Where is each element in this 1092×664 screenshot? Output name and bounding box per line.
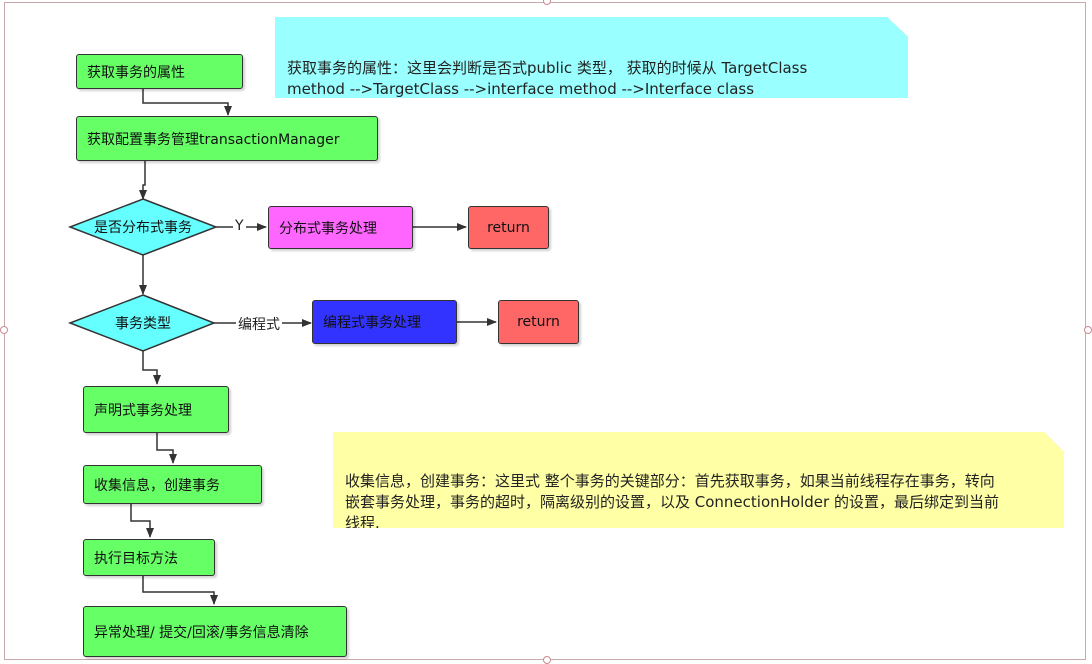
step-get-attribute[interactable]: 获取事务的属性 <box>76 54 243 89</box>
step-get-attribute-label: 获取事务的属性 <box>87 64 185 81</box>
edge-label-yes-text: Y <box>235 218 244 234</box>
note-collect-text: 收集信息，创建事务：这里式 整个事务的关键部分：首先获取事务，如果当前线程存在事… <box>345 472 999 532</box>
step-exception-handle[interactable]: 异常处理/ 提交/回滚/事务信息清除 <box>83 606 347 657</box>
step-return-2-label: return <box>517 314 560 330</box>
step-programmatic-handle-label: 编程式事务处理 <box>323 315 421 331</box>
step-declarative-handle-label: 声明式事务处理 <box>94 402 192 419</box>
edge-attr-to-tm <box>142 89 232 116</box>
edge-collect-to-exec <box>130 504 154 538</box>
decision-tx-type[interactable]: 事务类型 <box>74 313 212 333</box>
edge-declarative-to-collect <box>156 433 177 464</box>
step-exec-target[interactable]: 执行目标方法 <box>83 539 215 576</box>
step-return-2[interactable]: return <box>498 300 579 344</box>
decision-type-shape <box>67 294 217 352</box>
step-collect-info-label: 收集信息，创建事务 <box>94 477 220 494</box>
note-attr: 获取事务的属性：这里会判断是否式public 类型， 获取的时候从 Target… <box>275 17 908 98</box>
resize-handle-top[interactable] <box>543 0 551 5</box>
step-return-1-label: return <box>487 219 530 236</box>
step-distributed-handle-label: 分布式事务处理 <box>279 220 377 237</box>
step-exec-target-label: 执行目标方法 <box>94 550 178 567</box>
step-declarative-handle[interactable]: 声明式事务处理 <box>83 386 229 433</box>
step-return-1[interactable]: return <box>468 206 549 249</box>
decision-tx-type-label: 事务类型 <box>115 316 171 332</box>
edge-exec-to-exception <box>142 576 218 605</box>
step-get-transaction-manager-label: 获取配置事务管理transactionManager <box>87 131 340 148</box>
edge-label-programmatic: 编程式 <box>236 314 282 334</box>
note-collect: 收集信息，创建事务：这里式 整个事务的关键部分：首先获取事务，如果当前线程存在事… <box>333 432 1064 528</box>
edge-label-programmatic-text: 编程式 <box>238 317 280 333</box>
edge-type-to-declarative <box>142 350 161 385</box>
step-programmatic-handle[interactable]: 编程式事务处理 <box>312 300 457 344</box>
edge-label-yes: Y <box>233 218 246 234</box>
step-collect-info[interactable]: 收集信息，创建事务 <box>83 465 262 504</box>
decision-distributed-label: 是否分布式事务 <box>94 220 192 236</box>
step-distributed-handle[interactable]: 分布式事务处理 <box>268 206 413 249</box>
resize-handle-left[interactable] <box>0 326 8 334</box>
decision-distributed[interactable]: 是否分布式事务 <box>74 217 212 237</box>
step-exception-handle-label: 异常处理/ 提交/回滚/事务信息清除 <box>94 624 309 641</box>
edge-tm-to-distributed <box>139 161 147 200</box>
decision-distributed-shape <box>67 198 219 256</box>
step-get-transaction-manager[interactable]: 获取配置事务管理transactionManager <box>76 116 378 161</box>
note-attr-text: 获取事务的属性：这里会判断是否式public 类型， 获取的时候从 Target… <box>287 59 808 98</box>
